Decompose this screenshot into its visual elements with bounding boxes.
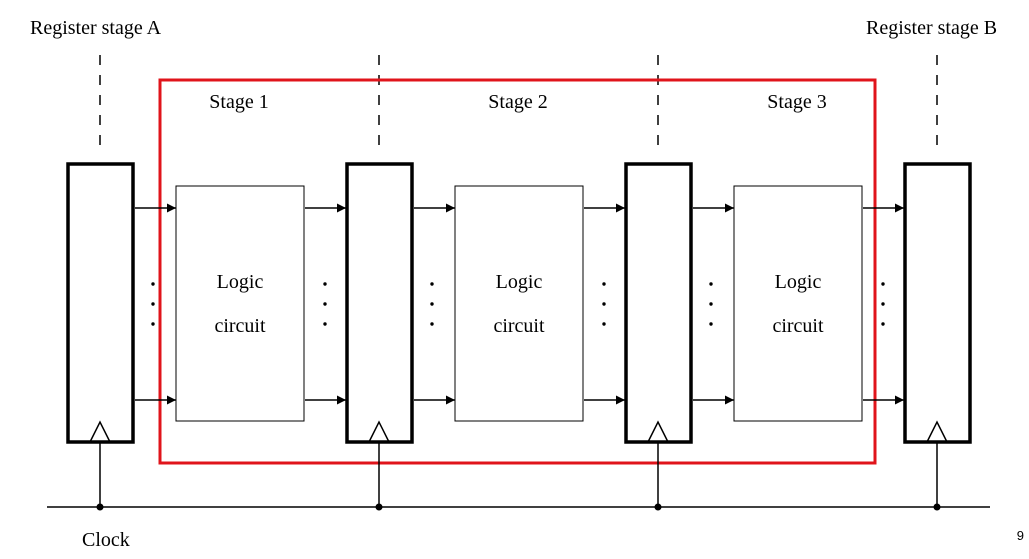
stage-3-title: Stage 3 xyxy=(767,91,826,113)
register-a-box xyxy=(66,162,135,444)
clock-input-icon xyxy=(926,420,948,443)
logic-circuit-2-line1: Logic xyxy=(496,271,543,293)
clock-input-icon xyxy=(89,420,111,443)
logic-circuit-3-line2: circuit xyxy=(772,315,824,337)
logic-circuit-3-line1: Logic xyxy=(775,271,822,293)
clock-input-icon xyxy=(647,420,669,443)
logic-circuit-1-box xyxy=(175,185,305,422)
register-2 xyxy=(624,162,693,511)
logic-circuit-2-line2: circuit xyxy=(493,315,545,337)
logic-circuit-1: Logic circuit xyxy=(175,185,305,422)
clock-input-icon xyxy=(368,420,390,443)
logic-circuit-1-line1: Logic xyxy=(217,271,264,293)
register-2-box xyxy=(624,162,693,444)
ellipsis-icon xyxy=(323,282,327,326)
register-1 xyxy=(345,162,414,511)
stage-1-title: Stage 1 xyxy=(209,91,268,113)
ellipsis-icon xyxy=(151,282,155,326)
register-stage-b-label: Register stage B xyxy=(866,17,997,39)
page-number: 9 xyxy=(1017,528,1024,543)
clock-junction xyxy=(96,503,104,511)
stage-boundary-lines xyxy=(99,55,938,148)
register-b xyxy=(903,162,972,511)
register-a xyxy=(66,162,135,511)
logic-circuit-3: Logic circuit xyxy=(733,185,863,422)
ellipsis-icon xyxy=(430,282,434,326)
logic-circuit-2: Logic circuit xyxy=(454,185,584,422)
logic-circuit-2-box xyxy=(454,185,584,422)
register-b-box xyxy=(903,162,972,444)
logic-circuit-1-line2: circuit xyxy=(214,315,266,337)
ellipsis-icon xyxy=(881,282,885,326)
register-stage-a-label: Register stage A xyxy=(30,17,162,39)
ellipsis-icon xyxy=(602,282,606,326)
ellipsis-icon xyxy=(709,282,713,326)
logic-circuit-3-box xyxy=(733,185,863,422)
ellipsis-dots xyxy=(151,282,885,326)
clock-junction xyxy=(933,503,941,511)
clock-junction xyxy=(654,503,662,511)
signal-arrows xyxy=(135,203,904,405)
clock-junction xyxy=(375,503,383,511)
clock-label: Clock xyxy=(82,529,130,551)
stage-2-title: Stage 2 xyxy=(488,91,547,113)
register-1-box xyxy=(345,162,414,444)
pipeline-stages-highlight xyxy=(158,78,877,465)
